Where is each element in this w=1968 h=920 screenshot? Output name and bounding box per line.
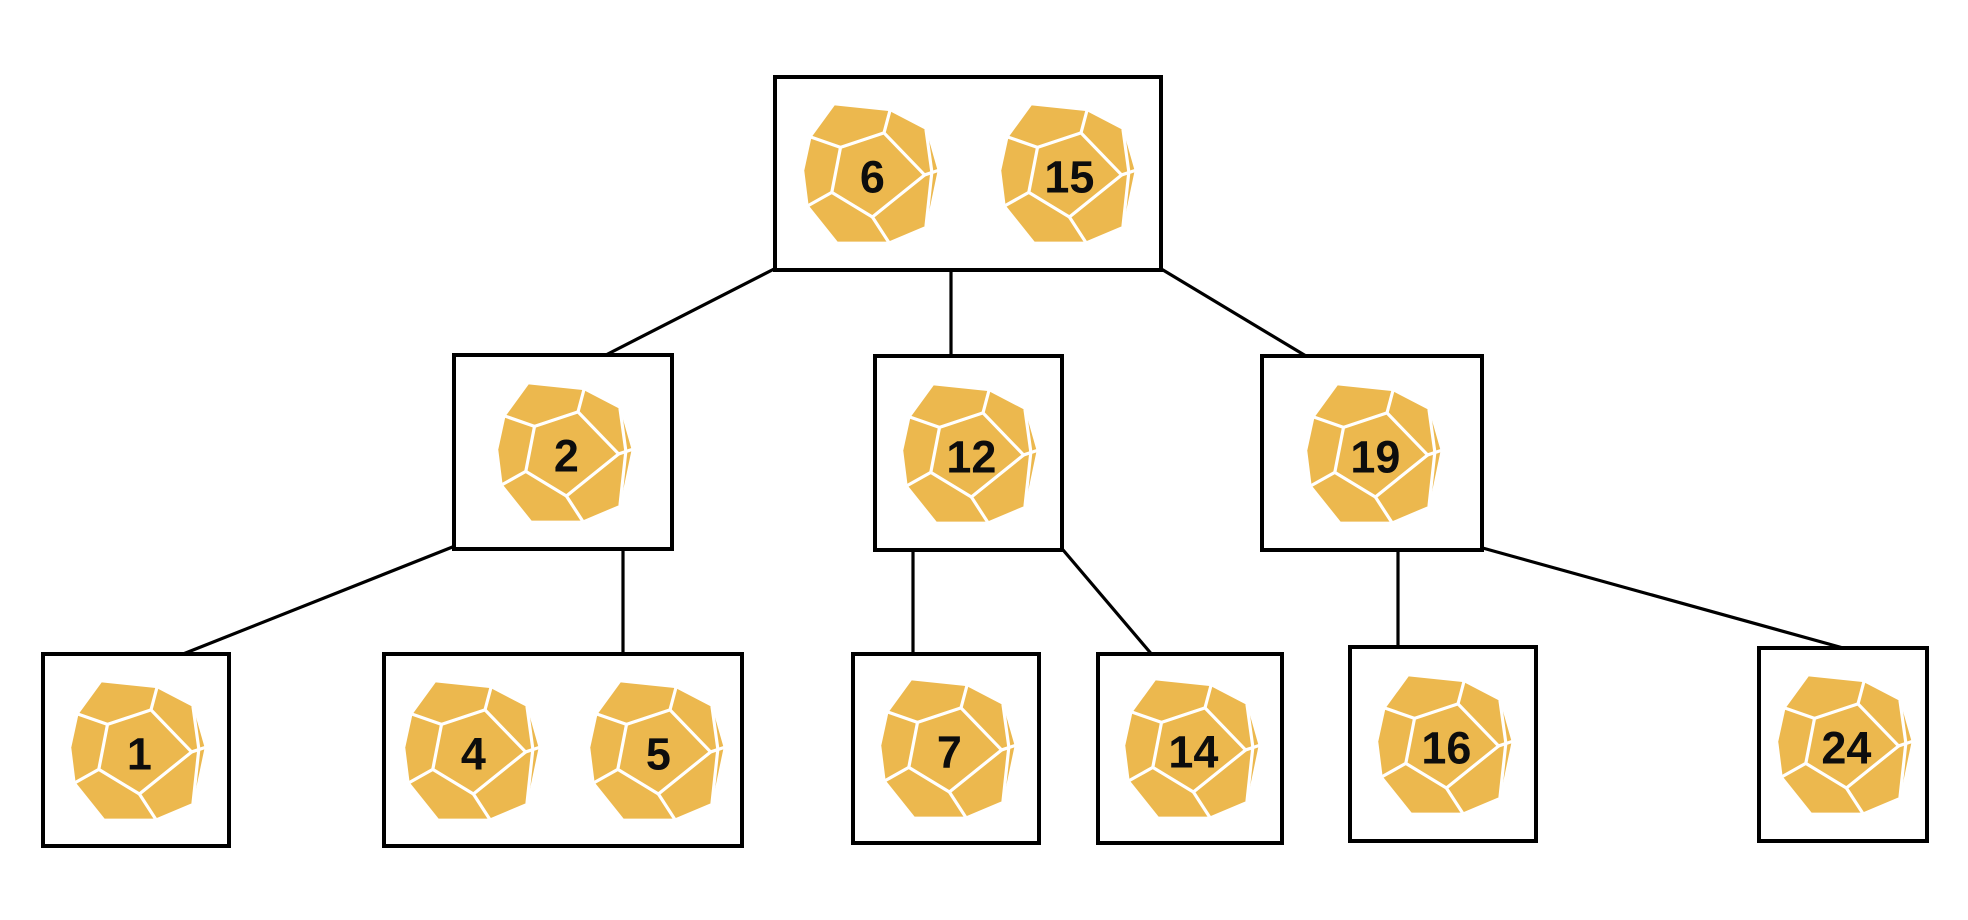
d12-die-icon: 15 [1001,105,1137,244]
tree-node-2: 2 [452,353,674,551]
d12-die-icon: 1 [70,681,206,820]
d12-die-icon: 4 [405,681,541,820]
tree-node-14: 14 [1096,652,1284,845]
tree-node-24: 24 [1757,646,1929,843]
die-value: 16 [1421,722,1471,773]
d12-die-icon: 5 [590,681,726,820]
d12-die-icon: 12 [903,384,1039,523]
d12-die-icon: 7 [880,680,1016,819]
tree-node-7: 7 [851,652,1041,845]
die-value: 15 [1044,151,1094,202]
d12-die-icon: 24 [1777,676,1913,815]
edge-root-n2 [599,265,779,360]
tree-node-1: 1 [41,652,231,848]
tree-node-4-5: 4 5 [382,652,744,848]
d12-die-icon: 14 [1124,680,1260,819]
die-value: 4 [461,728,486,779]
edge-n19-n24 [1478,545,1855,653]
die-value: 2 [553,430,578,481]
die-value: 5 [646,728,671,779]
die-value: 1 [126,728,151,779]
tree-node-16: 16 [1348,645,1538,843]
die-value: 7 [936,726,961,777]
d12-die-icon: 16 [1377,675,1513,814]
d12-die-icon: 2 [497,383,633,522]
edge-n12-n14 [1056,542,1156,659]
die-value: 24 [1821,722,1871,773]
d12-die-icon: 19 [1306,384,1442,523]
tree-node-19: 19 [1260,354,1484,552]
die-value: 14 [1168,726,1218,777]
die-value: 6 [860,151,885,202]
die-value: 19 [1350,431,1400,482]
edge-root-n19 [1157,265,1312,361]
tree-node-12: 12 [873,354,1064,552]
d12-die-icon: 6 [804,105,940,244]
tree-node-root: 6 15 [773,75,1163,272]
edge-n2-n1 [177,544,456,658]
die-value: 12 [946,431,996,482]
